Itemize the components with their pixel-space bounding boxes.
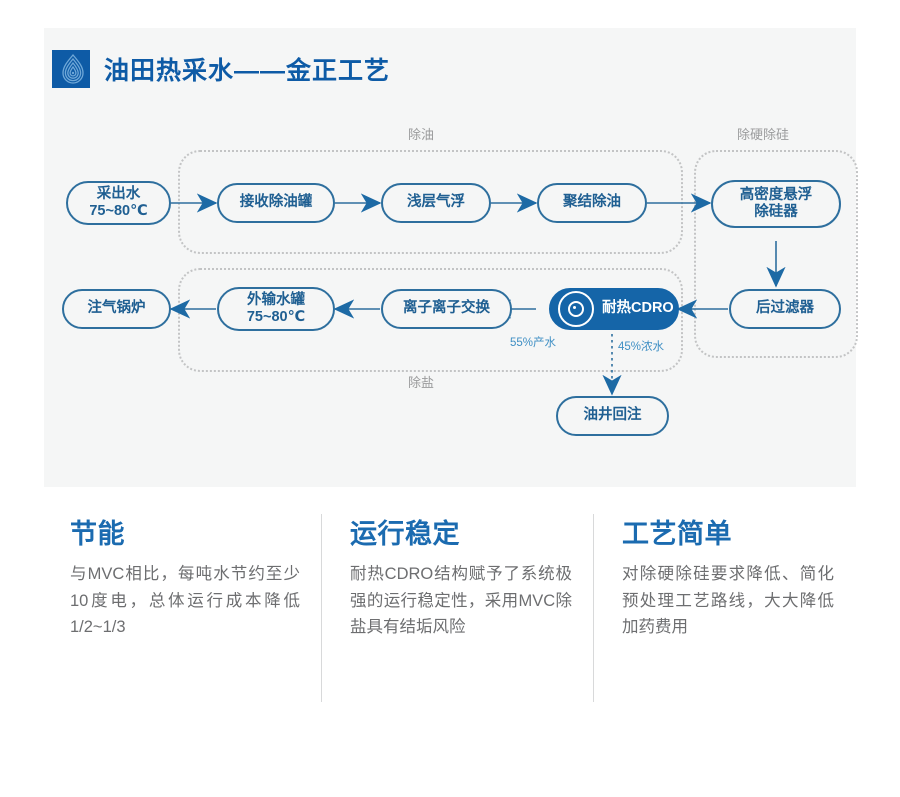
node-ion-exchange-label: 离子离子交换: [403, 300, 490, 317]
process-diagram-panel: 油田热采水——金正工艺 除油 除硬除硅 除盐: [44, 28, 858, 487]
cdro-target-icon: [558, 291, 594, 327]
group-box-desilication: [694, 150, 858, 358]
node-source[interactable]: 采出水 75~80℃: [66, 181, 171, 225]
node-export-tank-line2: 75~80℃: [246, 309, 306, 325]
node-post-filter[interactable]: 后过滤器: [729, 289, 841, 329]
flow-diagram: 除油 除硬除硅 除盐: [44, 28, 858, 487]
node-desilication-line2: 除硅器: [754, 204, 798, 220]
feature-body: 对除硬除硅要求降低、简化预处理工艺路线，大大降低加药费用: [622, 565, 834, 637]
node-post-filter-label: 后过滤器: [756, 300, 814, 317]
group-label-desalination: 除盐: [408, 375, 435, 390]
node-coalescer-label: 聚结除油: [563, 194, 621, 211]
node-export-tank[interactable]: 外输水罐 75~80℃: [217, 287, 335, 331]
node-source-line2: 75~80℃: [89, 203, 148, 219]
group-label-deoiling: 除油: [408, 127, 435, 142]
node-receive-tank-label: 接收除油罐: [239, 194, 313, 211]
features-row: 节能 与MVC相比，每吨水节约至少10度电，总体运行成本降低1/2~1/3 运行…: [44, 512, 856, 732]
feature-card-stable-operation: 运行稳定 耐热CDRO结构赋予了系统极强的运行稳定性，采用MVC除盐具有结垢风险: [322, 512, 594, 732]
node-source-line1: 采出水: [96, 185, 141, 202]
node-reinjection-label: 油井回注: [583, 407, 642, 424]
feature-divider: [593, 514, 594, 702]
edge-label-permeate: 55%产水: [510, 337, 557, 349]
edge-label-concentrate: 45%浓水: [618, 341, 665, 353]
node-desilication-line1: 高密度悬浮: [739, 186, 813, 203]
feature-body: 耐热CDRO结构赋予了系统极强的运行稳定性，采用MVC除盐具有结垢风险: [350, 565, 572, 637]
page-title: 油田热采水——金正工艺: [104, 57, 391, 85]
feature-card-simple-process: 工艺简单 对除硬除硅要求降低、简化预处理工艺路线，大大降低加药费用: [594, 512, 856, 732]
node-export-tank-line1: 外输水罐: [247, 291, 305, 308]
node-flotation[interactable]: 浅层气浮: [381, 183, 491, 223]
feature-divider: [321, 514, 322, 702]
group-label-desilication: 除硬除硅: [737, 127, 790, 142]
node-ion-exchange[interactable]: 离子离子交换: [381, 289, 512, 329]
node-cdro[interactable]: 耐热CDRO: [549, 288, 679, 330]
node-flotation-label: 浅层气浮: [407, 194, 465, 211]
feature-title: 节能: [70, 519, 125, 549]
node-boiler-label: 注气锅炉: [87, 300, 146, 317]
panel-header: 油田热采水——金正工艺: [52, 50, 390, 88]
feature-body: 与MVC相比，每吨水节约至少10度电，总体运行成本降低1/2~1/3: [70, 565, 300, 637]
feature-title: 运行稳定: [350, 519, 460, 549]
node-reinjection[interactable]: 油井回注: [556, 396, 669, 436]
feature-title: 工艺简单: [622, 519, 732, 549]
water-drop-logo-icon: [52, 50, 90, 88]
group-box-deoiling: [178, 150, 683, 254]
node-boiler[interactable]: 注气锅炉: [62, 289, 171, 329]
node-coalescer[interactable]: 聚结除油: [537, 183, 647, 223]
node-desilication[interactable]: 高密度悬浮 除硅器: [711, 180, 841, 228]
node-receive-tank[interactable]: 接收除油罐: [217, 183, 335, 223]
group-box-desalination: [178, 268, 683, 372]
node-cdro-label: 耐热CDRO: [602, 300, 674, 317]
feature-card-energy-saving: 节能 与MVC相比，每吨水节约至少10度电，总体运行成本降低1/2~1/3: [44, 512, 322, 732]
